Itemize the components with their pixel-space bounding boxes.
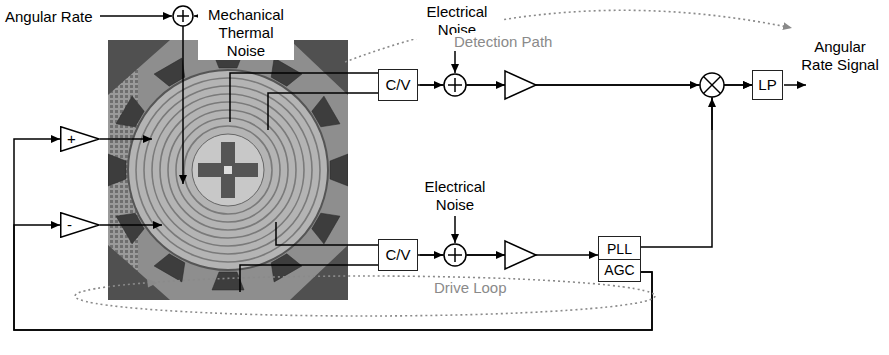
chip-photo bbox=[330, 154, 348, 186]
output-label: Angular Rate Signal bbox=[800, 38, 880, 74]
chip-photo bbox=[144, 86, 312, 254]
chip-photo bbox=[108, 40, 348, 300]
noise-label: Mechanical Thermal Noise bbox=[198, 6, 294, 60]
chip-photo bbox=[108, 154, 126, 186]
triangle-outline bbox=[61, 213, 100, 238]
signal-wire bbox=[711, 98, 713, 130]
sum-junction bbox=[454, 248, 456, 262]
sum-junction bbox=[444, 74, 466, 96]
signal-wire bbox=[230, 73, 378, 122]
signal-wire bbox=[784, 84, 806, 86]
node-text: + bbox=[67, 130, 76, 148]
signal-wire bbox=[467, 254, 505, 256]
triangle-outline bbox=[61, 127, 100, 152]
amplifier-symbol bbox=[505, 241, 536, 269]
signal-wire bbox=[420, 254, 443, 256]
signal-wire bbox=[182, 26, 184, 184]
loop-indicator bbox=[75, 10, 792, 316]
path-label: Detection Path bbox=[452, 33, 554, 51]
chip-photo bbox=[136, 78, 320, 262]
node-text: AGC bbox=[599, 259, 640, 280]
loop-arrowhead bbox=[147, 279, 157, 288]
signal-wire bbox=[100, 15, 172, 17]
signal-wire bbox=[240, 265, 378, 292]
control-box: PLLAGC bbox=[598, 236, 641, 282]
chip-photo bbox=[184, 126, 272, 214]
signal-connector bbox=[14, 225, 652, 330]
signal-wire bbox=[454, 216, 456, 243]
input-label: Angular Rate bbox=[5, 8, 93, 26]
converter-box: C/V bbox=[378, 69, 418, 101]
mixer-symbol bbox=[704, 77, 721, 94]
mixer-symbol bbox=[700, 73, 724, 97]
noise-label: Electrical Noise bbox=[410, 178, 500, 214]
chip-photo bbox=[108, 245, 170, 300]
loop-indicator bbox=[75, 276, 655, 316]
node-text: C/V bbox=[385, 76, 410, 94]
chip-photo bbox=[168, 110, 288, 230]
sum-junction bbox=[454, 78, 456, 92]
amplifier-triangle: - bbox=[60, 212, 100, 238]
chip-photo bbox=[128, 70, 328, 270]
signal-wire bbox=[536, 84, 699, 86]
node-text: PLL bbox=[599, 239, 640, 259]
chip-photo bbox=[290, 245, 348, 300]
mixer-symbol bbox=[704, 77, 721, 94]
loop-label: Drive Loop bbox=[432, 279, 509, 297]
sum-junction bbox=[444, 244, 466, 266]
signal-wire bbox=[100, 224, 162, 226]
filter-box: LP bbox=[752, 70, 783, 100]
converter-box: C/V bbox=[378, 239, 418, 271]
signal-wire bbox=[467, 84, 505, 86]
signal-connector bbox=[14, 139, 652, 330]
mixer-symbol bbox=[700, 73, 724, 97]
node-text: LP bbox=[758, 76, 776, 94]
chip-photo bbox=[108, 40, 348, 300]
triangle-outline bbox=[60, 126, 100, 152]
chip-photo bbox=[136, 78, 320, 262]
amplifier-triangle: + bbox=[60, 126, 100, 152]
signal-wire bbox=[268, 93, 378, 130]
chip-photo bbox=[176, 118, 280, 222]
chip-photo bbox=[192, 134, 264, 206]
sum-junction bbox=[173, 6, 466, 266]
signal-wire bbox=[100, 138, 152, 140]
signal-connector bbox=[641, 85, 752, 247]
triangle-outline bbox=[60, 212, 100, 238]
sum-junction bbox=[173, 6, 193, 26]
node-text: - bbox=[67, 216, 72, 234]
amplifier-symbol bbox=[505, 71, 536, 99]
signal-wire bbox=[276, 222, 378, 245]
chip-photo bbox=[108, 50, 348, 290]
node-text: C/V bbox=[385, 246, 410, 264]
signal-wire bbox=[420, 84, 443, 86]
chip-photo bbox=[212, 272, 244, 290]
chip-photo bbox=[108, 40, 170, 95]
sum-junction bbox=[182, 10, 184, 22]
chip-photo bbox=[221, 142, 235, 198]
amplifier-symbol bbox=[505, 71, 536, 269]
chip-photo bbox=[160, 102, 296, 238]
chip-photo bbox=[224, 166, 232, 174]
chip-photo bbox=[290, 40, 348, 95]
chip-photo bbox=[152, 94, 304, 246]
